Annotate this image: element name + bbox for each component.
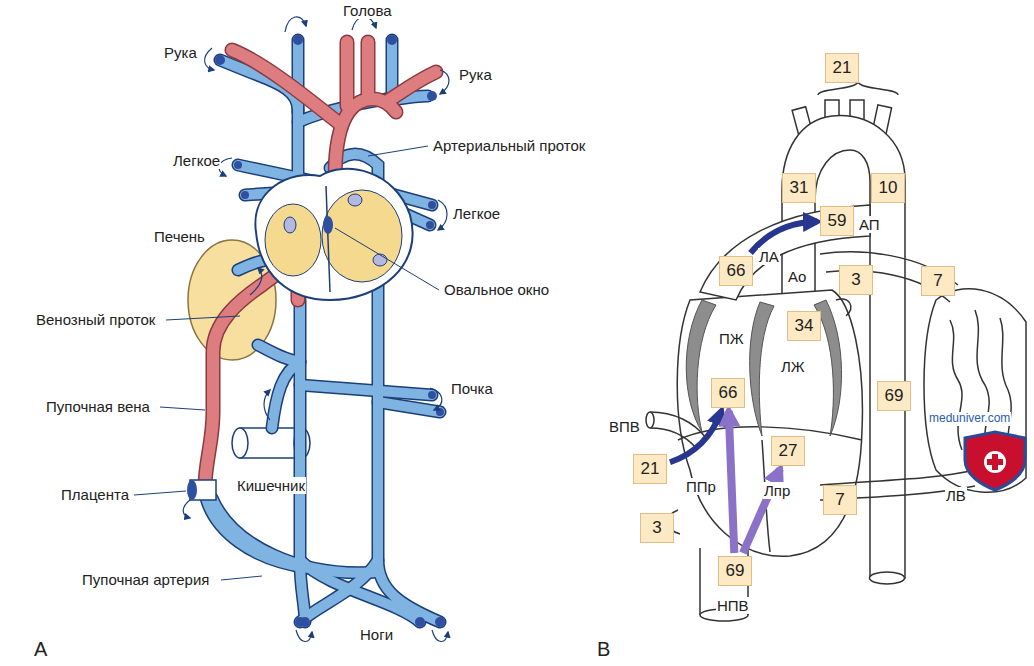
anatomy-label: Почка <box>450 380 494 397</box>
anatomy-label: ЛЖ <box>780 358 806 375</box>
anatomy-label: Легкое <box>172 152 221 169</box>
anatomy-label: НПВ <box>716 597 750 614</box>
callout-box: 69 <box>877 381 911 411</box>
callout-box: 10 <box>871 173 905 203</box>
anatomy-label: ПЖ <box>718 330 745 347</box>
callout-box: 31 <box>782 173 816 203</box>
callout-number: 7 <box>933 272 942 291</box>
callout-box: 66 <box>719 256 753 286</box>
anatomy-label: Ноги <box>359 626 394 643</box>
callout-box: 34 <box>787 311 821 341</box>
callout-box: 7 <box>823 485 857 515</box>
callout-box: 27 <box>771 436 805 466</box>
panel-letter: B <box>596 638 611 661</box>
callout-box: 21 <box>633 454 667 484</box>
anatomy-label: АП <box>858 216 881 233</box>
anatomy-label: Кишечник <box>236 477 306 494</box>
anatomy-label: ЛА <box>758 248 780 265</box>
anatomy-label: ВПВ <box>608 418 641 435</box>
anatomy-label: Легкое <box>452 205 501 222</box>
callout-number: 59 <box>828 212 847 231</box>
anatomy-label: Плацента <box>60 486 130 503</box>
anatomy-label: ППр <box>685 478 717 495</box>
callout-number: 34 <box>795 317 814 336</box>
callout-number: 7 <box>835 491 844 510</box>
anatomy-label: Пупочная вена <box>45 398 151 415</box>
anatomy-label: Печень <box>153 228 206 245</box>
flow-arrow <box>670 411 721 462</box>
anatomy-label: Лпр <box>763 482 791 499</box>
callout-box: 69 <box>718 556 752 586</box>
callout-number: 69 <box>726 562 745 581</box>
callout-number: 66 <box>719 384 738 403</box>
anatomy-label: Ао <box>787 268 807 285</box>
flow-arrow <box>729 411 735 553</box>
callout-number: 31 <box>790 179 809 198</box>
callout-box: 21 <box>825 53 859 83</box>
callout-box: 3 <box>839 265 873 295</box>
callout-number: 66 <box>727 262 746 281</box>
anatomy-label: ЛВ <box>945 487 967 504</box>
anatomy-label: Пупочная артерия <box>81 571 210 588</box>
anatomy-label: Овальное окно <box>443 281 550 298</box>
panel-letter: A <box>33 638 48 661</box>
callout-box: 7 <box>921 266 955 296</box>
callout-number: 21 <box>833 59 852 78</box>
callout-number: 21 <box>641 460 660 479</box>
callout-box: 3 <box>640 513 674 543</box>
callout-number: 10 <box>879 179 898 198</box>
watermark: meduniver.com <box>928 412 1011 426</box>
anatomy-label: Рука <box>458 66 493 83</box>
anatomy-label: Голова <box>342 2 393 19</box>
anatomy-label: Рука <box>163 44 198 61</box>
callout-number: 3 <box>851 271 860 290</box>
callout-box: 59 <box>820 206 854 236</box>
anatomy-label: Венозный проток <box>35 311 156 328</box>
callout-number: 69 <box>885 387 904 406</box>
callout-number: 3 <box>652 519 661 538</box>
callout-number: 27 <box>779 442 798 461</box>
anatomy-label: Артериальный проток <box>432 137 586 154</box>
callout-box: 66 <box>711 378 745 408</box>
